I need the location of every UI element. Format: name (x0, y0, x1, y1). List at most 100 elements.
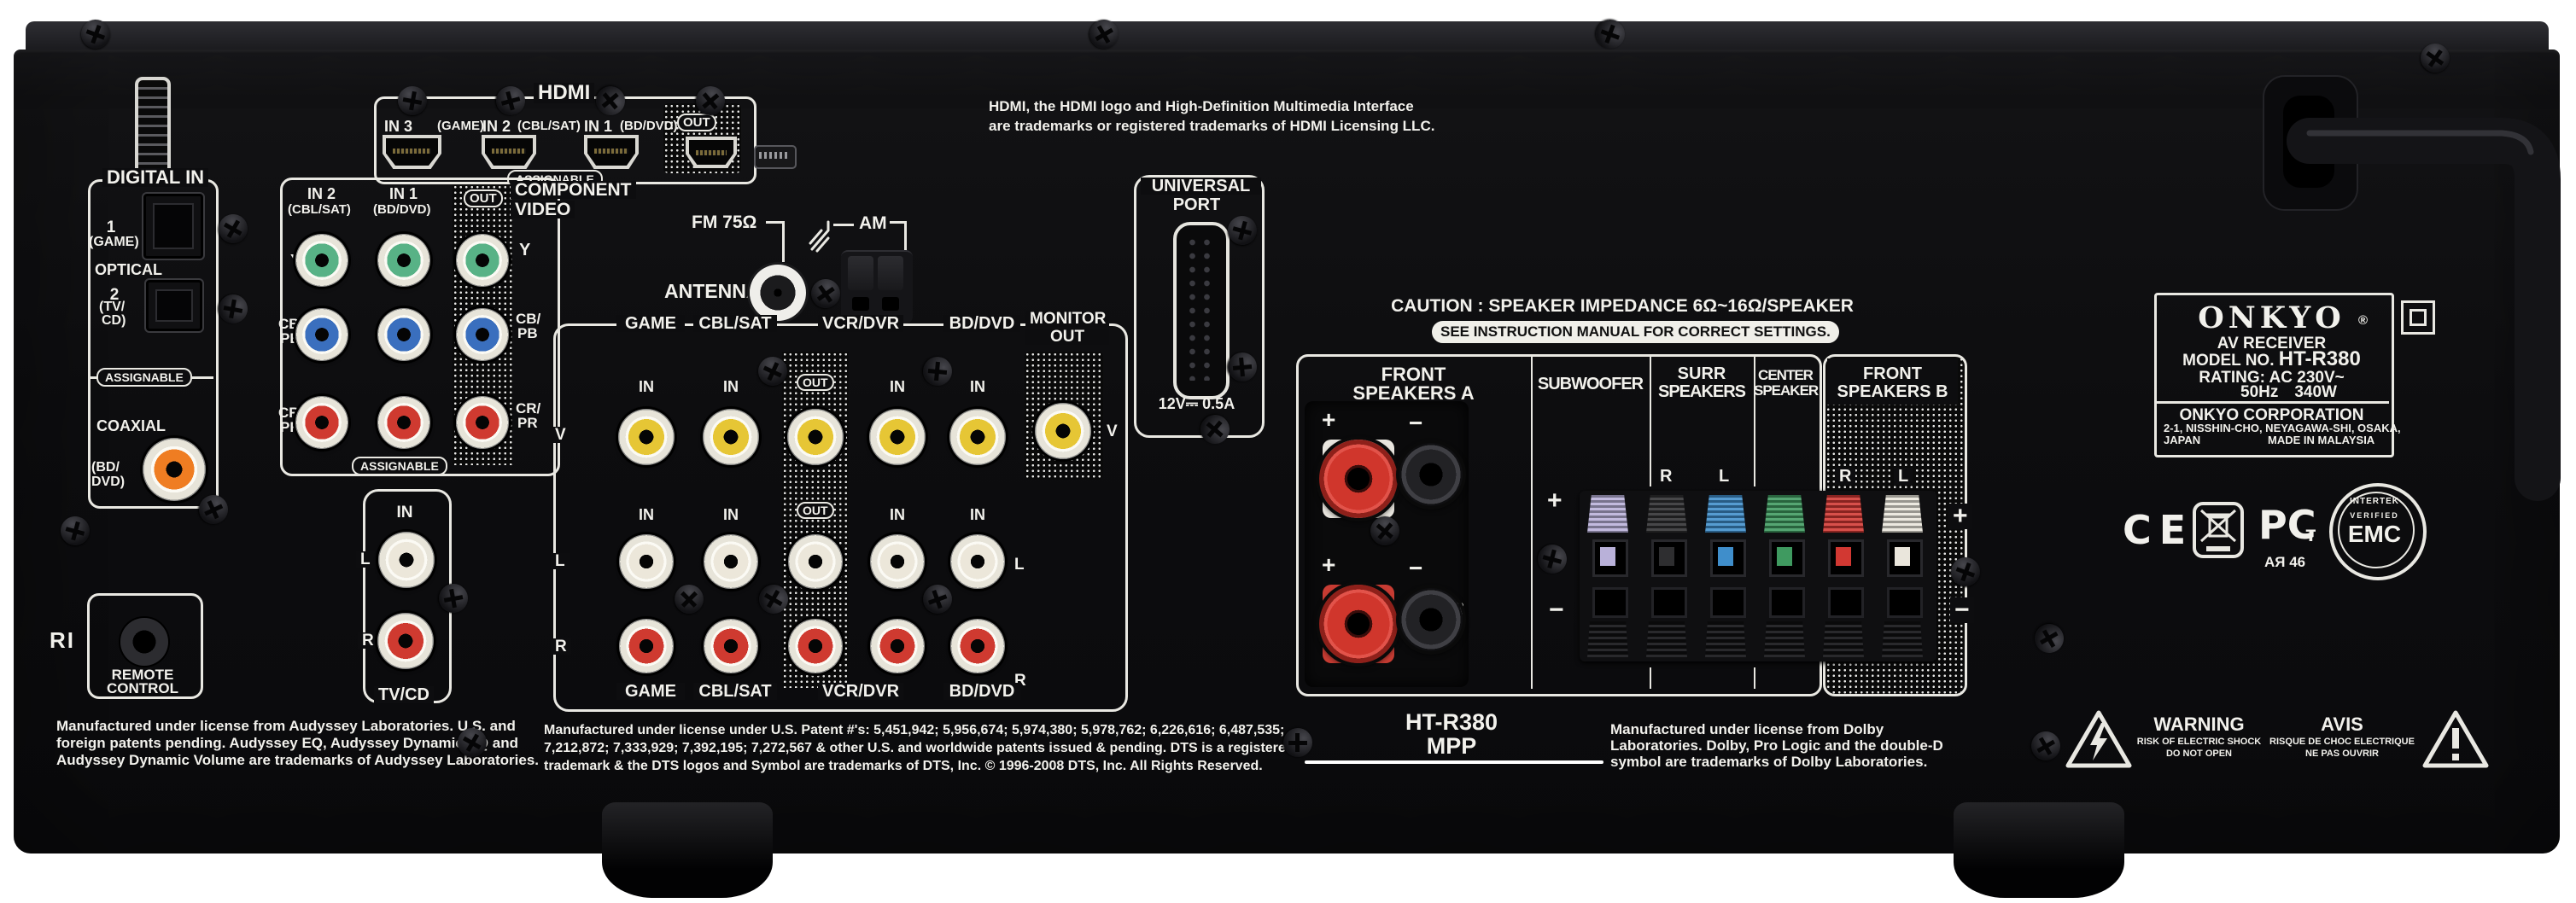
rca-jack (377, 396, 430, 449)
avis-title: AVIS (2321, 714, 2363, 735)
panel-detail (2422, 710, 2489, 768)
out-vcr-v: OUT (797, 374, 834, 392)
component-title-2: VIDEO (511, 201, 575, 218)
binding-post-red (1319, 585, 1398, 663)
spring-clip-window (1828, 539, 1864, 577)
component-cr-left-2: PR (280, 419, 301, 435)
av-v-right: V (1102, 423, 1122, 440)
rca-jack (377, 308, 430, 361)
rca-jack (619, 534, 674, 589)
binding-post-black (1399, 443, 1463, 506)
spring-clip-lever (1587, 495, 1628, 533)
class2-icon-inner (2410, 309, 2427, 326)
hdmi-in1-label: IN 1 (584, 118, 613, 135)
brand-country: JAPAN (2164, 434, 2201, 446)
panel-detail (809, 220, 830, 253)
component-assignable-tag: ASSIGNABLE (352, 457, 447, 476)
av-r-left: R (551, 638, 571, 655)
spring-clip-wire-dot (1600, 547, 1615, 566)
exclamation-triangle-icon (2422, 710, 2489, 768)
chassis-seam (1305, 760, 1603, 764)
spring-clip-lower-window (1710, 587, 1746, 618)
ri-logo: RI (50, 627, 75, 653)
panel-detail (2206, 546, 2230, 551)
avis-line-1: RISQUE DE CHOC ELECTRIQUE (2269, 737, 2415, 747)
out-vcr-a: OUT (797, 502, 834, 520)
universal-port-box (1134, 175, 1265, 438)
component-cr-right-1: CR/ (516, 400, 541, 417)
in-cbl-a: IN (723, 506, 739, 523)
audyssey-line-1: Manufactured under license from Audyssey… (56, 718, 516, 734)
optical1-number: 1 (106, 218, 116, 236)
dts-line-3: trademark & the DTS logos and Symbol are… (544, 759, 1263, 773)
screw-slot (1232, 364, 1253, 370)
ground-icon (809, 220, 830, 253)
fm-bracket-h (766, 221, 785, 224)
rca-jack (377, 613, 434, 669)
component-cr-right-2: PR (517, 415, 538, 431)
hdmi-trademark-1: HDMI, the HDMI logo and High-Definition … (989, 98, 1414, 114)
rca-jack (704, 534, 758, 589)
rca-jack (619, 619, 674, 673)
pct-icon: РС (2258, 502, 2316, 548)
spring-clip-wire-dot (1895, 547, 1910, 566)
av-bd-title: BD/DVD (943, 315, 1020, 332)
am-label: AM (859, 213, 887, 233)
spring-terminal-block (1580, 491, 1936, 661)
avis-line-2: NE PAS OUVRIR (2305, 749, 2379, 759)
spring-clip-wire-dot (1718, 547, 1733, 566)
warning-line-2: DO NOT OPEN (2165, 749, 2232, 759)
rca-jack (295, 234, 348, 287)
center-model-1: HT-R380 (1405, 709, 1498, 735)
b-l-label: L (1894, 468, 1913, 485)
divider-sub-surr-bottom (1650, 667, 1651, 689)
rca-jack (456, 396, 509, 449)
brand-model-label: MODEL NO. (2182, 352, 2279, 370)
spring-clip-lever (1764, 495, 1805, 533)
hdmi-out-label: OUT (677, 114, 716, 132)
in-bd-a: IN (970, 506, 985, 523)
component-out-label: OUT (464, 189, 503, 208)
am-clip-2 (878, 256, 903, 290)
digital-assignable-tag: ASSIGNABLE (96, 368, 192, 387)
a-l-plus: + (1322, 406, 1336, 433)
divider-sub-surr-top (1650, 357, 1651, 486)
center-model-2: MPP (1426, 733, 1477, 759)
emc-text: EMC (2347, 521, 2402, 547)
subwoofer-title: SUBWOOFER (1537, 375, 1644, 393)
brand-name: ONKYO (2198, 300, 2345, 335)
digital-in-title: DIGITAL IN (102, 168, 209, 187)
brand-model-line: MODEL NO. HT-R380 (2154, 349, 2389, 370)
hdmi-in3-source: (GAME) (437, 119, 484, 133)
component-title-1: COMPONENT (511, 181, 636, 199)
block-plus-left: + (1547, 486, 1563, 515)
audyssey-line-3: Audyssey Dynamic Volume are trademarks o… (56, 752, 540, 768)
a-r-minus: − (1409, 555, 1423, 581)
hdmi-connector-pins (393, 149, 431, 154)
optical-connector-2 (144, 278, 204, 333)
tvcd-in-label: IN (396, 504, 413, 521)
am-hole-1 (852, 297, 869, 311)
caution-line: CAUTION : SPEAKER IMPEDANCE 6Ω~16Ω/SPEAK… (1391, 296, 1854, 316)
brand-label-box (2154, 293, 2394, 457)
spring-clip-release (1764, 621, 1805, 657)
pct-sub: АЯ 46 (2264, 554, 2306, 570)
screw-slot (927, 368, 948, 375)
right-foot (1954, 802, 2124, 898)
av-bd-bottom: BD/DVD (943, 683, 1020, 700)
remote-label-1: REMOTE (111, 667, 174, 683)
antenna-title: ANTENNA (664, 280, 761, 302)
am-clip-1 (848, 256, 873, 290)
dts-legal: Man­ufactured under license under U.S. P… (544, 721, 1294, 775)
warning-title: WARNING (2153, 714, 2245, 735)
spring-clip-wire-dot (1777, 547, 1792, 566)
class2-icon (2401, 300, 2435, 335)
spring-clip-release (1882, 621, 1923, 657)
rca-jack (949, 409, 1006, 465)
brand-rating-1: RATING: AC 230V~ (2199, 369, 2345, 387)
av-l-right: L (1014, 556, 1025, 574)
b-r-label: R (1835, 468, 1856, 485)
center-title-2: SPEAKER (1754, 382, 1819, 399)
component-in1-label: IN 1 (389, 185, 418, 202)
spring-clip-lower-window (1769, 587, 1805, 618)
